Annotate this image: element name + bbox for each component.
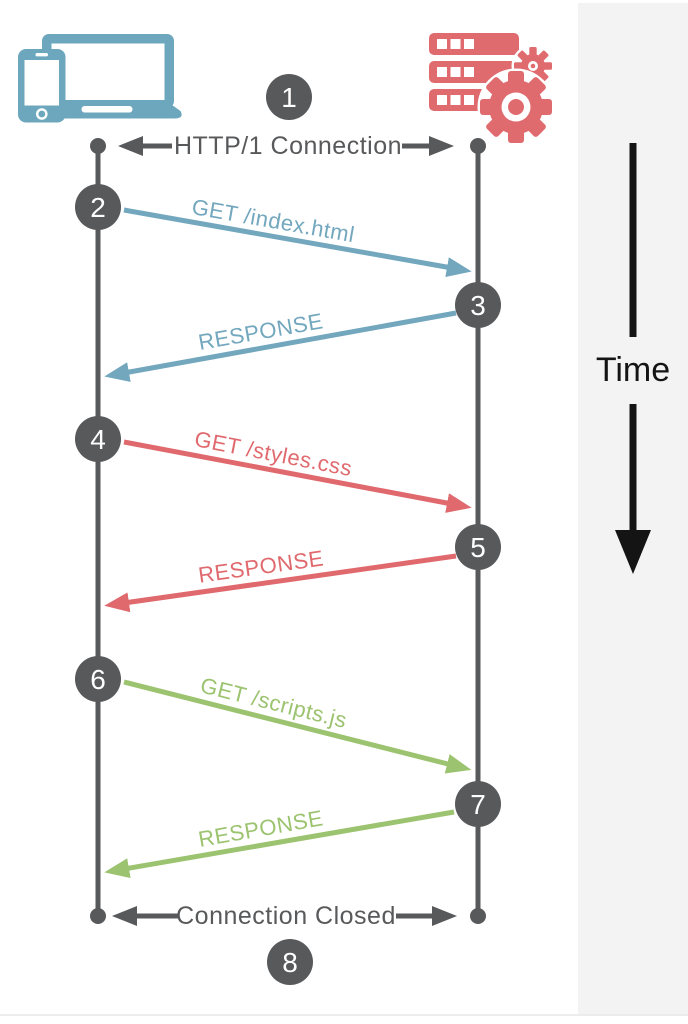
arrow-get-styles-css (123, 439, 472, 513)
step-badge-8: 8 (267, 939, 313, 985)
connection-open-label: HTTP/1 Connection (174, 132, 402, 160)
step-badge-5: 5 (455, 524, 501, 570)
client-lifeline (90, 138, 106, 924)
step-badge-6: 6 (75, 656, 121, 702)
step-badge-2: 2 (75, 184, 121, 230)
step-number-7: 7 (470, 789, 486, 820)
client-lifeline-top-dot (90, 138, 106, 154)
step-badge-4: 4 (75, 416, 121, 462)
step-badge-3: 3 (455, 282, 501, 328)
step-number-1: 1 (281, 82, 297, 113)
step-badge-1: 1 (266, 74, 312, 120)
step-number-2: 2 (90, 192, 106, 223)
arrow-get-index-html (123, 207, 472, 277)
server-lifeline-bottom-dot (470, 908, 486, 924)
server-gears-icon (429, 33, 555, 146)
connection-closed-label: Connection Closed (176, 902, 396, 930)
bottom-divider (0, 1014, 688, 1016)
connection-open-group: HTTP/1 Connection (118, 132, 454, 160)
step-number-5: 5 (470, 532, 486, 563)
arrow-get-scripts-js (123, 679, 472, 774)
time-axis-group: Time (596, 143, 670, 574)
step-badge-7: 7 (455, 781, 501, 827)
arrow-response-index (104, 310, 457, 382)
client-devices-icon (18, 34, 182, 123)
arrow-response-scripts (104, 809, 455, 879)
time-arrowhead-icon (615, 530, 651, 574)
time-label: Time (596, 351, 670, 389)
step-number-3: 3 (470, 290, 486, 321)
client-lifeline-bottom-dot (90, 908, 106, 924)
big-gear-icon (480, 71, 552, 143)
connection-closed-group: Connection Closed (112, 902, 457, 930)
step-number-4: 4 (90, 424, 106, 455)
step-number-8: 8 (282, 947, 298, 978)
step-number-6: 6 (90, 664, 106, 695)
arrow-response-styles (104, 553, 457, 613)
server-lifeline-top-dot (470, 138, 486, 154)
steps-group: 1 2 3 4 5 6 7 8 (75, 74, 501, 985)
